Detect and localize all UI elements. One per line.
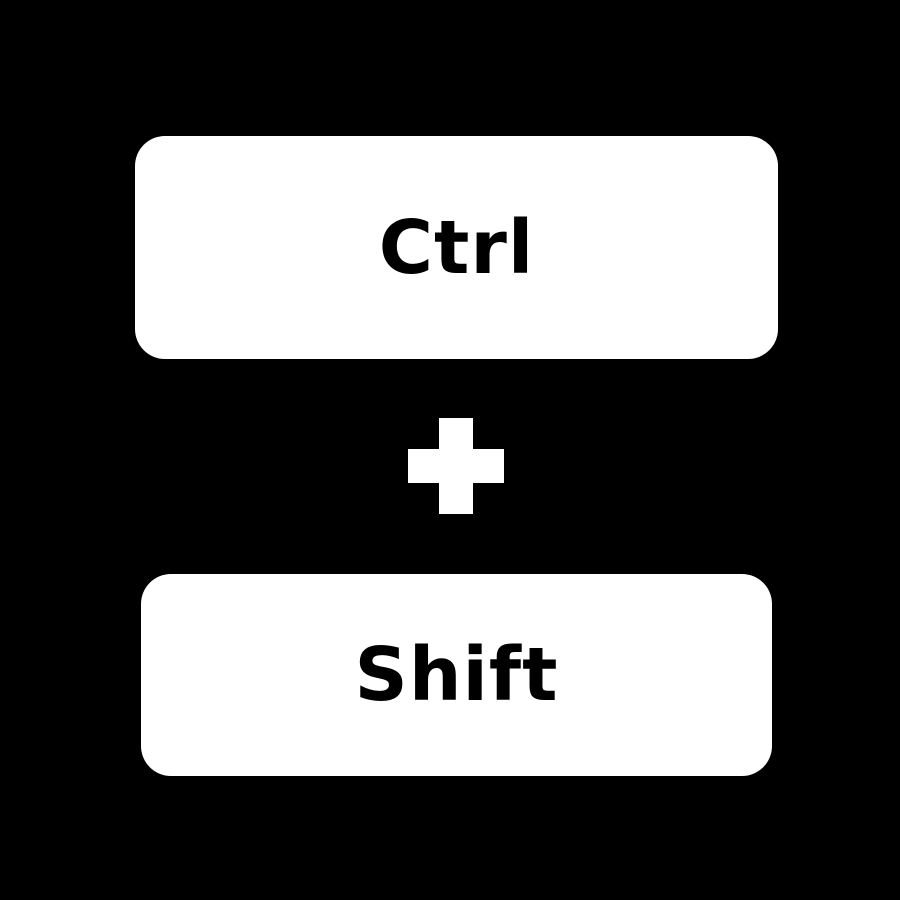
ctrl-key: Ctrl: [135, 136, 778, 359]
ctrl-key-label: Ctrl: [378, 204, 535, 291]
shift-key: Shift: [141, 574, 772, 776]
plus-icon: [408, 418, 504, 514]
shift-key-label: Shift: [354, 632, 559, 718]
plus-icon-vertical-bar: [439, 418, 473, 514]
